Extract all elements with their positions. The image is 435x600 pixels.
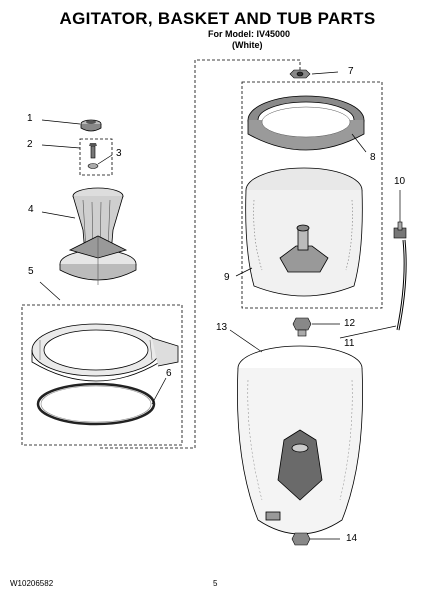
group-box-5-6 xyxy=(21,304,183,446)
drain-nut-part xyxy=(291,532,311,546)
callout-14: 14 xyxy=(346,533,358,544)
tub-ring-part xyxy=(31,323,179,382)
page-title: AGITATOR, BASKET AND TUB PARTS xyxy=(59,9,376,28)
basket-nut-part xyxy=(289,69,311,79)
hose-part xyxy=(396,239,407,331)
callout-4: 4 xyxy=(28,204,34,215)
outer-tub-part xyxy=(237,345,363,535)
group-box-7-8-9 xyxy=(241,81,383,309)
seal-ring-part xyxy=(36,382,156,426)
callout-9: 9 xyxy=(224,272,230,283)
document-number: W10206582 xyxy=(10,579,54,588)
model-label: For Model: IV45000 xyxy=(208,29,291,39)
callout-12: 12 xyxy=(344,318,356,329)
wash-basket-part xyxy=(245,167,363,297)
balance-ring-part xyxy=(247,95,365,151)
callout-6: 6 xyxy=(166,368,172,379)
callout-1: 1 xyxy=(27,113,33,124)
agitator-cap-part xyxy=(80,119,102,132)
callout-2: 2 xyxy=(27,139,33,150)
agitator-part xyxy=(59,187,137,285)
assembly-path-line xyxy=(100,59,301,449)
variant-label: (White) xyxy=(232,40,263,50)
leader-lines xyxy=(39,71,401,540)
group-box-2-3 xyxy=(79,138,113,176)
hub-nut-part xyxy=(292,317,312,337)
page-number: 5 xyxy=(213,579,218,588)
callout-3: 3 xyxy=(116,148,122,159)
callout-8: 8 xyxy=(370,152,376,163)
callout-10: 10 xyxy=(394,176,406,187)
callout-7: 7 xyxy=(348,66,354,77)
hose-clip-part xyxy=(393,221,407,239)
callout-13: 13 xyxy=(216,322,228,333)
callout-11: 11 xyxy=(344,338,355,349)
bolt-and-washer-part xyxy=(87,143,99,169)
callout-5: 5 xyxy=(28,266,34,277)
